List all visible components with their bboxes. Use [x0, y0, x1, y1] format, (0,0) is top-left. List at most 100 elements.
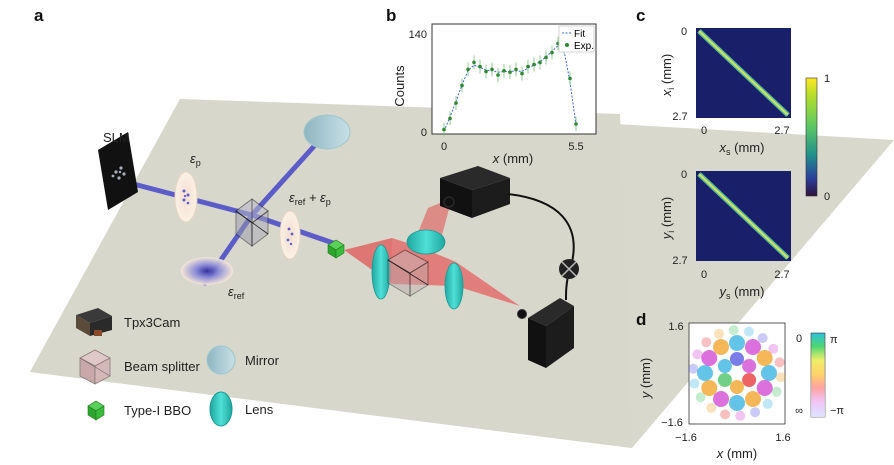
combined-plate — [279, 210, 301, 260]
c-bottom-x0: 0 — [701, 269, 707, 281]
legend-bbo — [87, 400, 105, 421]
legend-mirror-icon — [206, 345, 236, 375]
chart-xtick-left: 0 — [441, 141, 447, 153]
eps-ref-p-label: εref + εp — [289, 190, 331, 207]
chart-ytick-bottom: 0 — [421, 127, 427, 139]
lens-2 — [406, 229, 446, 255]
colorbar-d — [810, 332, 826, 418]
cable-top — [507, 193, 575, 263]
speckle-lobe — [713, 339, 729, 356]
colorbar-c-max: 1 — [824, 73, 830, 85]
legend-exp-label: Exp. — [574, 41, 594, 52]
mirror-top — [303, 114, 351, 150]
legend-lens-label: Lens — [245, 402, 274, 417]
chart-y-label: Counts — [392, 65, 407, 107]
d-xlabel: x (mm) — [716, 446, 757, 461]
data-point — [538, 60, 542, 65]
legend-beam-splitter — [79, 349, 111, 385]
correlation-map-top — [696, 28, 791, 118]
colorbar-c — [805, 77, 818, 197]
speckle-lobe — [775, 372, 786, 383]
speckle-lobe — [730, 380, 744, 394]
data-point — [496, 73, 500, 77]
chart-ytick-top: 140 — [409, 29, 427, 41]
reference-plate — [181, 257, 233, 285]
c-bottom-y0: 0 — [681, 169, 687, 181]
speckle-lobe — [713, 390, 729, 407]
data-point — [454, 101, 458, 105]
speckle-lobe — [745, 339, 761, 356]
d-xright: 1.6 — [775, 432, 790, 444]
d-phase-top: π — [830, 334, 838, 346]
d-ytop: 1.6 — [668, 321, 683, 333]
colorbar-c-min: 0 — [824, 191, 830, 203]
legend-mirror-label: Mirror — [245, 353, 280, 368]
speckle-lobe — [750, 407, 761, 418]
data-point — [574, 122, 578, 126]
speckle-lobe — [757, 333, 768, 344]
chart-x-label: x (mm) — [492, 151, 533, 166]
c-bottom-x1: 2.7 — [774, 269, 789, 281]
eps-p-label: εp — [190, 151, 201, 168]
legend-tpx3cam — [76, 308, 112, 336]
bbo-crystal — [327, 239, 345, 259]
speckle-lobe — [701, 380, 718, 396]
speckle-lobe — [713, 328, 724, 339]
speckle-lobe — [717, 359, 732, 373]
legend-bbo-label: Type-I BBO — [124, 403, 191, 418]
d-phase-bottom: −π — [830, 405, 844, 417]
d-amp-top: 0 — [796, 333, 802, 345]
legend-lens-icon — [209, 391, 233, 427]
data-point — [490, 67, 494, 72]
data-point — [442, 127, 446, 132]
c-top-ylabel: xi (mm) — [659, 54, 676, 97]
data-point — [484, 69, 488, 74]
panel-letter-a: a — [34, 6, 44, 25]
speckle-lobe — [701, 350, 718, 366]
eps-ref-label: εref — [228, 284, 245, 301]
coincidence-unit — [559, 259, 579, 279]
speckle-lobe — [701, 337, 712, 348]
speckle-lobe — [720, 409, 731, 420]
speckle-lobe — [756, 380, 773, 396]
speckle-lobe — [774, 357, 785, 368]
c-bottom-y1: 2.7 — [672, 255, 687, 267]
d-amp-bottom: ∞ — [795, 405, 803, 417]
speckle-lobe — [729, 395, 745, 411]
c-bottom-ylabel: yi (mm) — [659, 197, 676, 240]
data-point — [532, 62, 536, 67]
panel-letter-c: c — [636, 6, 645, 25]
data-point — [448, 116, 452, 121]
d-ylabel: y (mm) — [638, 358, 653, 399]
c-top-x0: 0 — [701, 125, 707, 137]
speckle-lobe — [743, 326, 754, 337]
lens-1 — [371, 244, 391, 300]
data-point — [568, 76, 572, 81]
speckle-lobe — [697, 365, 713, 381]
speckle-lobe — [761, 365, 777, 381]
beam-splitter-center — [235, 198, 269, 247]
beam-splitter-right — [387, 249, 430, 297]
speckle-lobe — [689, 378, 700, 389]
speckle-lobe — [742, 359, 757, 373]
speckle-lobe — [729, 335, 745, 351]
c-bottom-xlabel: ys (mm) — [719, 284, 765, 301]
c-top-x1: 2.7 — [774, 125, 789, 137]
speckle-lobe — [728, 325, 739, 336]
c-top-xlabel: xs (mm) — [719, 140, 765, 157]
legend-fit-label: Fit — [574, 29, 585, 40]
speckle-lobe — [688, 363, 699, 374]
chart-legend: Fit Exp. — [558, 25, 595, 53]
data-point — [526, 64, 530, 69]
data-point — [520, 71, 524, 76]
data-point — [544, 55, 548, 60]
speckle-lobe — [706, 402, 717, 413]
data-point — [466, 67, 470, 72]
legend-beam-splitter-label: Beam splitter — [124, 359, 201, 374]
speckle-lobe — [692, 349, 703, 360]
speckle-lobe — [695, 392, 706, 403]
data-point — [478, 64, 482, 69]
slm-device — [98, 132, 138, 210]
data-point — [550, 50, 554, 55]
